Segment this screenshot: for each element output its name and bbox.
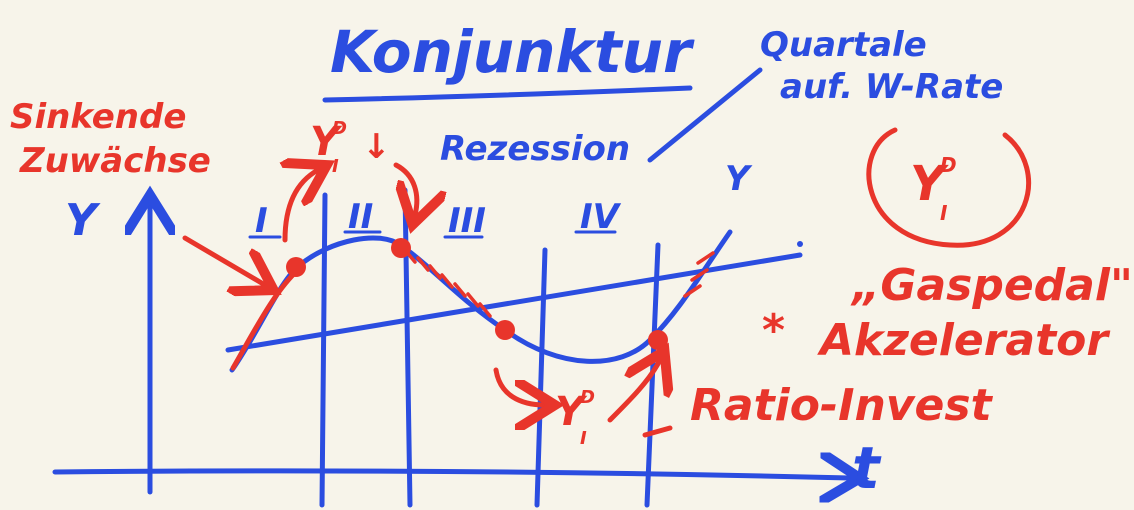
curve-label: Y <box>725 159 753 199</box>
svg-text:Y: Y <box>910 156 949 212</box>
formula-bottom: Y D I <box>555 387 595 449</box>
svg-text:I: I <box>940 201 948 225</box>
phase-label-4: IV <box>580 197 622 237</box>
left-note-line1: Sinkende <box>10 97 186 137</box>
formula-top: Y D I ↓ <box>310 118 391 177</box>
turning-point-dot-3 <box>495 320 515 340</box>
recession-label: Rezession <box>440 129 630 169</box>
turning-point-dot-2 <box>391 238 411 258</box>
star-marker: * <box>762 305 785 356</box>
svg-text:Y: Y <box>310 119 343 165</box>
red-hatch-decline <box>403 248 492 318</box>
phase-label-2: II <box>348 197 373 237</box>
svg-text:D: D <box>940 153 957 177</box>
title-underline <box>322 85 693 103</box>
turning-point-dot-4 <box>648 330 668 350</box>
red-arrow-up <box>285 170 318 243</box>
pointer-line <box>647 67 763 163</box>
ratio-invest-label: Ratio-Invest <box>690 380 994 431</box>
x-axis <box>52 471 850 478</box>
svg-text:I: I <box>580 428 587 449</box>
t-axis-label: t <box>852 434 882 502</box>
red-hatch-rise <box>683 251 715 298</box>
note-quarterly-line2: auf. W-Rate <box>780 67 1003 107</box>
left-note-line2: Zuwächse <box>19 141 211 181</box>
red-arrow-bottom-left <box>493 367 545 405</box>
accelerator-label: Akzelerator <box>817 315 1110 366</box>
svg-text:↓: ↓ <box>362 127 391 167</box>
svg-text:D: D <box>332 118 347 139</box>
red-arrow-left <box>182 235 265 285</box>
title: Konjunktur <box>330 18 695 86</box>
svg-text:D: D <box>580 387 595 408</box>
formula-circle: Y D I <box>910 153 957 225</box>
phase-divider-2 <box>402 187 413 508</box>
circle-around-formula <box>866 127 1032 248</box>
phase-label-3: III <box>448 201 486 241</box>
y-axis-label: Y <box>65 195 101 246</box>
svg-text:I: I <box>332 156 339 177</box>
phase-label-1: I <box>255 201 268 241</box>
note-quarterly-line1: Quartale <box>760 25 927 65</box>
red-arrow-bottom-right <box>607 360 660 423</box>
turning-point-dot-1 <box>286 257 306 277</box>
gas-pedal-label: „Gaspedal" <box>850 260 1133 311</box>
phase-divider-3 <box>534 247 548 508</box>
svg-text:Y: Y <box>555 389 588 435</box>
red-arrow-down <box>396 162 417 215</box>
phase-divider-1 <box>319 192 328 508</box>
